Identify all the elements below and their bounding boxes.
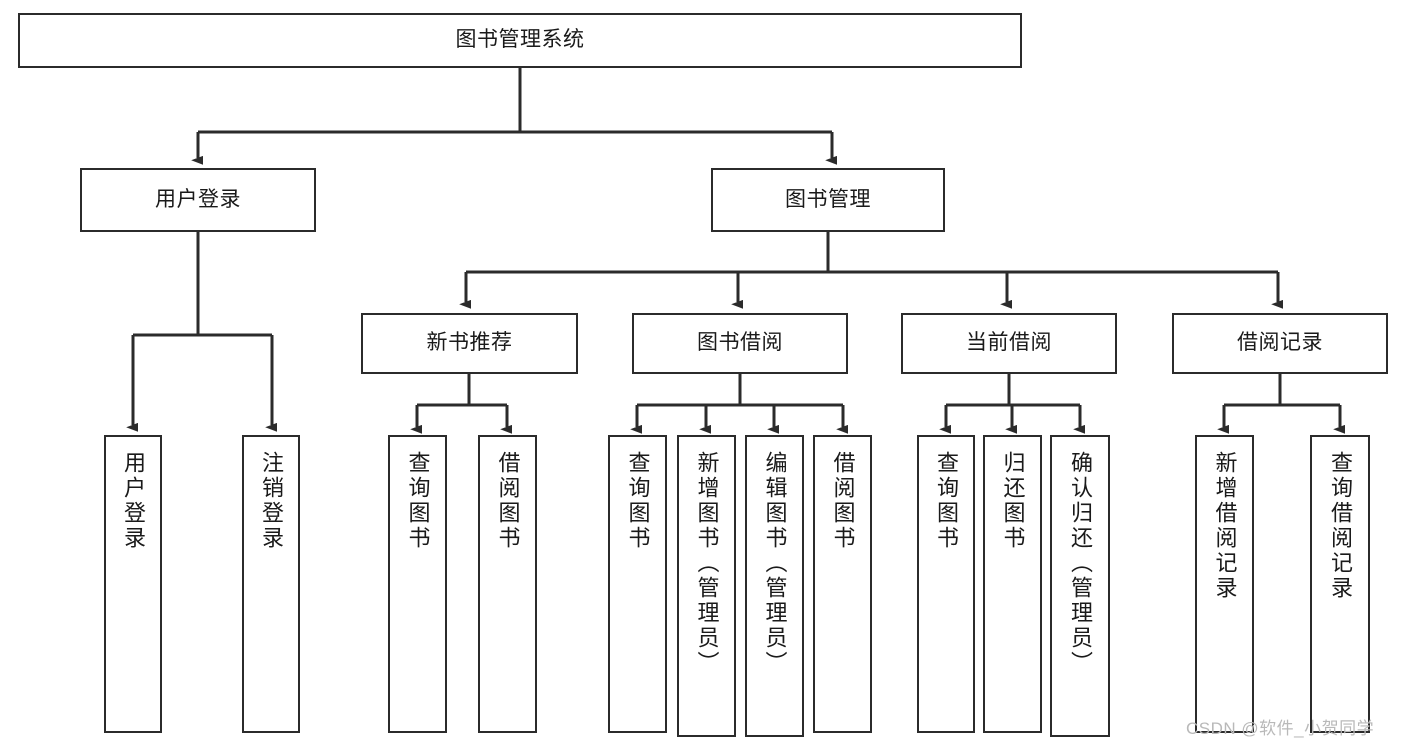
node-current-borrowing[interactable]: 当前借阅: [901, 313, 1117, 374]
node-label: 查询图书: [405, 451, 431, 551]
node-label: 新书推荐: [426, 331, 513, 355]
leaf-borrow-book-recommend[interactable]: 借阅图书: [478, 435, 537, 733]
leaf-borrow-book[interactable]: 借阅图书: [813, 435, 872, 733]
node-label: 新增借阅记录: [1212, 451, 1238, 601]
node-label: 归还图书: [1000, 451, 1026, 551]
node-label: 用户登录: [155, 187, 241, 211]
leaf-logout[interactable]: 注销登录: [242, 435, 300, 733]
node-label: 图书管理系统: [455, 28, 585, 52]
node-label: 编辑图书（管理员）: [762, 451, 788, 676]
node-label: 借阅记录: [1237, 331, 1323, 355]
node-label: 注销登录: [259, 451, 284, 551]
leaf-edit-book-admin[interactable]: 编辑图书（管理员）: [745, 435, 804, 737]
node-label: 图书借阅: [697, 331, 783, 355]
leaf-query-book-current[interactable]: 查询图书: [917, 435, 975, 733]
leaf-query-book-recommend[interactable]: 查询图书: [388, 435, 447, 733]
leaf-query-book-borrow[interactable]: 查询图书: [608, 435, 667, 733]
leaf-add-book-admin[interactable]: 新增图书（管理员）: [677, 435, 736, 737]
node-label: 借阅图书: [830, 451, 856, 551]
node-book-management[interactable]: 图书管理: [711, 168, 945, 232]
node-label: 当前借阅: [966, 331, 1052, 355]
node-label: 用户登录: [121, 451, 146, 551]
node-new-book-recommendation[interactable]: 新书推荐: [361, 313, 578, 374]
node-root-book-management-system[interactable]: 图书管理系统: [18, 13, 1022, 68]
node-label: 新增图书（管理员）: [694, 451, 720, 676]
node-label: 确认归还（管理员）: [1068, 451, 1093, 676]
node-label: 查询借阅记录: [1328, 451, 1353, 601]
leaf-user-login[interactable]: 用户登录: [104, 435, 162, 733]
node-book-borrowing[interactable]: 图书借阅: [632, 313, 848, 374]
node-label: 图书管理: [785, 187, 871, 211]
leaf-return-book[interactable]: 归还图书: [983, 435, 1042, 733]
leaf-add-borrow-record[interactable]: 新增借阅记录: [1195, 435, 1254, 733]
node-label: 借阅图书: [495, 451, 521, 551]
leaf-query-borrow-record[interactable]: 查询借阅记录: [1310, 435, 1370, 733]
node-label: 查询图书: [625, 451, 651, 551]
node-user-login[interactable]: 用户登录: [80, 168, 316, 232]
leaf-confirm-return-admin[interactable]: 确认归还（管理员）: [1050, 435, 1110, 737]
node-label: 查询图书: [934, 451, 959, 551]
node-borrowing-records[interactable]: 借阅记录: [1172, 313, 1388, 374]
